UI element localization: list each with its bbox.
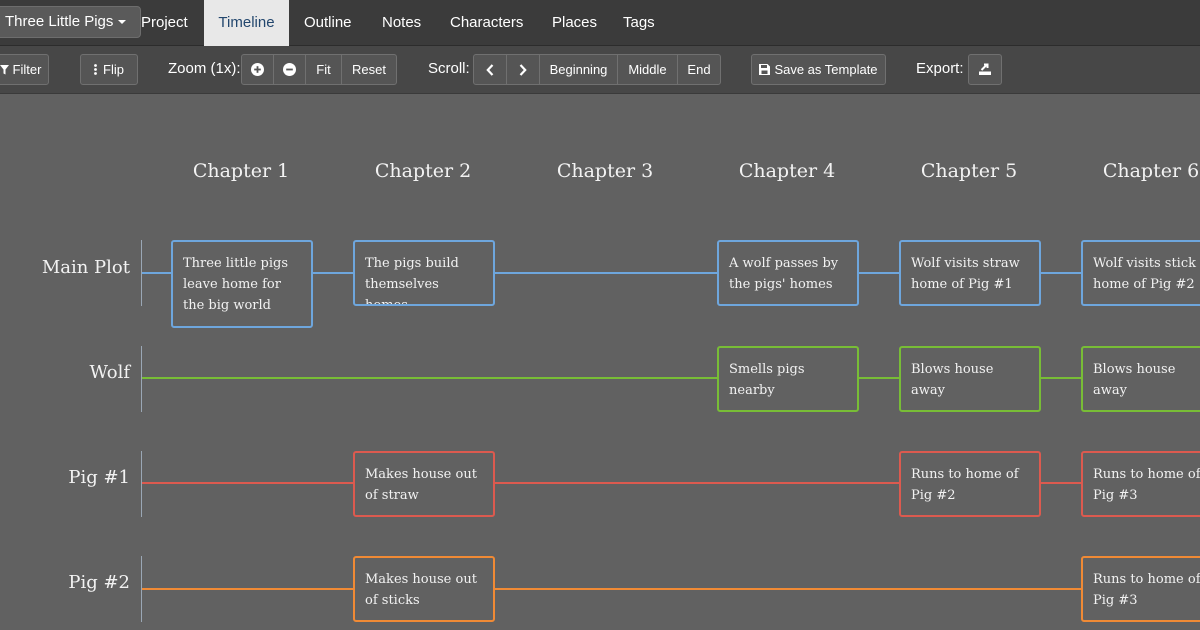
plotline-divider — [141, 240, 142, 306]
zoom-controls: Fit Reset — [241, 54, 397, 85]
scene-card[interactable]: Runs to home of Pig #3 — [1081, 556, 1200, 622]
plotline-line-main-plot — [142, 272, 1200, 274]
plotline-line-pig-2 — [142, 588, 1200, 590]
filter-button[interactable]: Filter — [0, 54, 49, 85]
filter-icon — [0, 64, 9, 74]
tab-project[interactable]: Project — [141, 14, 188, 31]
toolbar: Filter Flip Zoom (1x): Fit Reset Scroll:… — [0, 46, 1200, 94]
zoom-fit-button[interactable]: Fit — [306, 55, 342, 84]
scene-card[interactable]: Smells pigs nearby — [717, 346, 859, 412]
zoom-label: Zoom (1x): — [168, 60, 241, 77]
project-dropdown[interactable]: Three Little Pigs — [0, 6, 142, 38]
scene-card[interactable]: Wolf visits straw home of Pig #1 — [899, 240, 1041, 306]
zoom-out-button[interactable] — [274, 55, 306, 84]
scroll-end-button[interactable]: End — [687, 62, 711, 77]
scene-card[interactable]: Blows house away — [1081, 346, 1200, 412]
plotline-label-wolf[interactable]: Wolf — [89, 362, 130, 383]
scroll-label: Scroll: — [428, 60, 470, 77]
minus-circle-icon — [283, 63, 296, 76]
chapter-heading[interactable]: Chapter 2 — [374, 160, 472, 182]
scene-card[interactable]: Runs to home of Pig #2 — [899, 451, 1041, 517]
tab-notes[interactable]: Notes — [382, 14, 422, 31]
scene-card[interactable]: Three little pigs leave home for the big… — [171, 240, 313, 328]
scroll-right-button[interactable] — [507, 55, 540, 84]
scene-card[interactable]: Blows house away — [899, 346, 1041, 412]
vertical-ellipsis-icon — [94, 64, 97, 75]
scroll-middle-button[interactable]: Middle — [618, 55, 678, 84]
plotline-line-pig-1 — [142, 482, 1200, 484]
zoom-in-button[interactable] — [242, 55, 274, 84]
tab-outline[interactable]: Outline — [304, 14, 352, 31]
tab-timeline[interactable]: Timeline — [204, 0, 289, 46]
export-icon — [979, 63, 991, 75]
top-nav: Three Little Pigs Project Timeline Outli… — [0, 0, 1200, 46]
flip-button[interactable]: Flip — [80, 54, 138, 85]
chevron-left-icon — [486, 63, 494, 76]
zoom-reset-button[interactable]: Reset — [352, 62, 386, 77]
scroll-left-button[interactable] — [474, 55, 507, 84]
scroll-beginning-button[interactable]: Beginning — [540, 55, 618, 84]
plotline-label-main-plot[interactable]: Main Plot — [41, 257, 130, 278]
chapter-heading[interactable]: Chapter 4 — [738, 160, 836, 182]
flip-label: Flip — [103, 62, 124, 77]
filter-label: Filter — [12, 62, 42, 77]
scene-card[interactable]: Makes house out of sticks — [353, 556, 495, 622]
export-button[interactable] — [968, 54, 1002, 85]
scene-card[interactable]: Makes house out of straw — [353, 451, 495, 517]
tab-characters[interactable]: Characters — [450, 14, 524, 31]
export-label: Export: — [916, 60, 964, 77]
caret-down-icon — [118, 20, 127, 25]
plotline-divider — [141, 556, 142, 622]
tab-tags[interactable]: Tags — [623, 14, 655, 31]
scene-card[interactable]: Runs to home of Pig #3 — [1081, 451, 1200, 517]
plotline-line-wolf — [142, 377, 1200, 379]
save-icon — [759, 64, 771, 75]
plus-circle-icon — [251, 63, 264, 76]
plotline-divider — [141, 451, 142, 517]
tab-places[interactable]: Places — [552, 14, 598, 31]
chapter-heading[interactable]: Chapter 3 — [556, 160, 654, 182]
chapter-heading[interactable]: Chapter 5 — [920, 160, 1018, 182]
scene-card[interactable]: Wolf visits stick home of Pig #2 — [1081, 240, 1200, 306]
scene-card[interactable]: The pigs build themselves homes — [353, 240, 495, 306]
plotline-divider — [141, 346, 142, 412]
chapter-heading[interactable]: Chapter 1 — [192, 160, 290, 182]
save-template-button[interactable]: Save as Template — [751, 54, 886, 85]
plotline-label-pig-2[interactable]: Pig #2 — [68, 572, 130, 593]
scroll-controls: Beginning Middle End — [473, 54, 721, 85]
save-template-label: Save as Template — [774, 62, 878, 77]
project-name: Three Little Pigs — [5, 13, 114, 30]
plotline-label-pig-1[interactable]: Pig #1 — [68, 467, 130, 488]
scene-card[interactable]: A wolf passes by the pigs' homes — [717, 240, 859, 306]
chapter-heading[interactable]: Chapter 6 — [1102, 160, 1200, 182]
chevron-right-icon — [519, 63, 527, 76]
